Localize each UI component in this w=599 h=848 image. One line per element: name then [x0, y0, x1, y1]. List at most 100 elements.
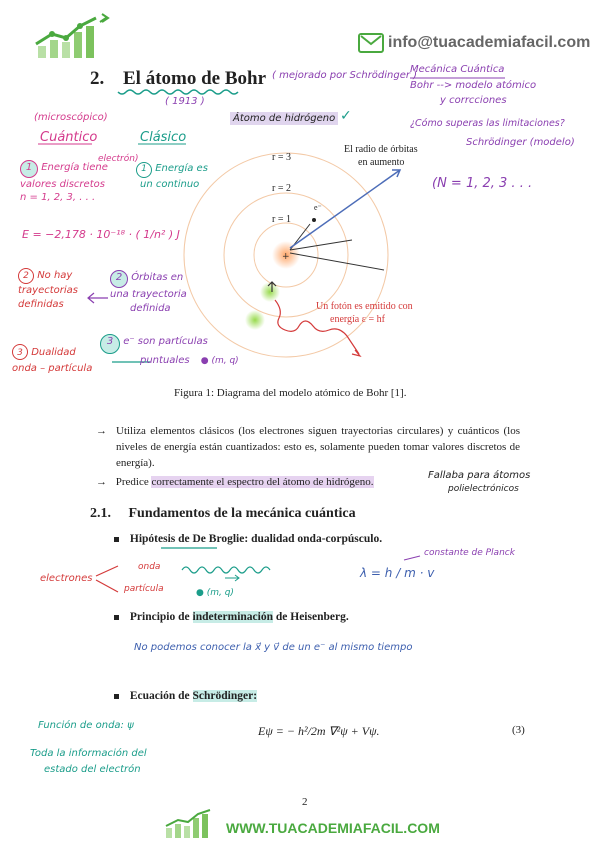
- orbit-note-line1: El radio de órbitas: [344, 144, 418, 155]
- quantum-item-2: 2 No hay trayectorias definidas: [18, 268, 78, 312]
- note-funcion-onda: Función de onda: ψ: [38, 720, 134, 731]
- check-icon: ✓: [340, 108, 352, 124]
- classic-item-3: 3 e⁻ son partículas puntuales ● (m, q): [100, 334, 239, 368]
- orbit-label-2: r = 2: [272, 183, 291, 194]
- schrodinger-equation: Eψ = − h²/2m ∇²ψ + Vψ.: [258, 724, 380, 738]
- item-text: Principio de: [129, 611, 193, 623]
- orbit-label-3: r = 3: [272, 152, 291, 163]
- header-email[interactable]: info@tuacademiafacil.com: [358, 32, 590, 54]
- note-microscopico: (microscópico): [34, 112, 108, 123]
- subsection-title: Fundamentos de la mecánica cuántica: [128, 506, 356, 521]
- square-bullet-icon: [114, 536, 119, 542]
- item-heisenberg: Principio de indeterminación de Heisenbe…: [114, 611, 349, 623]
- square-bullet-icon: [114, 693, 119, 699]
- note-onda: onda: [138, 562, 161, 572]
- bullet-2: → Predice correctamente el espectro del …: [96, 474, 374, 490]
- section-number: 2.: [90, 68, 105, 89]
- arrow-bullet-icon: →: [96, 476, 107, 488]
- item-text: definidas: [18, 299, 64, 310]
- item-text: Órbitas en: [131, 272, 184, 283]
- subsection-heading: 2.1. Fundamentos de la mecánica cuántica: [90, 506, 356, 522]
- year-note: ( 1913 ): [165, 96, 205, 107]
- item-text: Energía es: [155, 163, 208, 174]
- highlight-schrodinger: Schrödinger:: [192, 690, 258, 702]
- note-n-values: (N = 1, 2, 3 . . .: [432, 176, 533, 191]
- item-text: un continuo: [140, 179, 200, 190]
- electron-label: e⁻: [314, 203, 322, 212]
- note-cuantico: Cuántico: [40, 130, 98, 145]
- number-badge: 1: [136, 162, 152, 178]
- item-text: ● (m, q): [200, 356, 239, 366]
- footer-logo: [162, 808, 222, 840]
- note-electron: electrón): [98, 154, 139, 164]
- number-badge: 2: [110, 270, 128, 288]
- subsection-number: 2.1.: [90, 506, 111, 521]
- growth-chart-icon: [35, 13, 110, 58]
- classic-item-1: 1 Energía es un continuo: [136, 162, 208, 191]
- note-schrodinger-modelo: Schrödinger (modelo): [466, 137, 575, 148]
- photon-note-line1: Un fotón es emitido con: [316, 301, 413, 312]
- note-informacion-2: estado del electrón: [44, 764, 141, 775]
- note-electrones: electrones: [40, 573, 93, 584]
- square-bullet-icon: [114, 614, 119, 620]
- growth-chart-icon: [165, 809, 211, 838]
- number-badge: 1: [20, 160, 38, 178]
- note-mecanica-cuantica: Mecánica Cuántica: [410, 64, 505, 75]
- highlight-spectrum: correctamente el espectro del átomo de h…: [151, 476, 374, 488]
- quantum-item-1: 1 Energía tiene valores discretos n = 1,…: [20, 160, 108, 204]
- item-text: puntuales: [140, 355, 190, 366]
- bullet-text: Predice: [115, 476, 152, 488]
- page-number: 2: [302, 796, 308, 808]
- item-text: Energía tiene: [41, 162, 108, 173]
- orbit-label-1: r = 1: [272, 214, 291, 225]
- note-correcciones: y corrcciones: [440, 95, 507, 106]
- svg-text:+: +: [282, 252, 290, 262]
- note-heisenberg: No podemos conocer la x⃗ y v⃗ de un e⁻ a…: [134, 642, 413, 653]
- note-como-superas: ¿Cómo superas las limitaciones?: [410, 118, 565, 129]
- diagram-top-label: Átomo de hidrógeno: [230, 112, 339, 125]
- email-text: info@tuacademiafacil.com: [388, 34, 591, 51]
- bullet-text: Utiliza elementos clásicos (los electron…: [116, 425, 520, 469]
- note-fallaba-1: Fallaba para átomos: [428, 470, 531, 481]
- highlight-debroglie: De Broglie: [192, 533, 245, 545]
- note-informacion-1: Toda la información del: [30, 748, 147, 759]
- arrow-bullet-icon: →: [96, 425, 107, 437]
- item-text: de Heisenberg.: [273, 611, 349, 623]
- item-text: trayectorias: [18, 285, 78, 296]
- item-debroglie: Hipótesis de De Broglie: dualidad onda-c…: [114, 533, 382, 545]
- figure-caption: Figura 1: Diagrama del modelo atómico de…: [174, 387, 407, 399]
- note-fallaba-2: polielectrónicos: [448, 484, 519, 494]
- highlight-indeterminacion: indeterminación: [192, 611, 273, 623]
- header-logo: [30, 12, 120, 60]
- note-clasico: Clásico: [140, 130, 187, 145]
- item-text: una trayectoria: [110, 289, 187, 300]
- item-text: No hay: [37, 270, 73, 281]
- note-planck: constante de Planck: [424, 548, 515, 558]
- classic-item-2: 2 Órbitas en una trayectoria definida: [110, 270, 187, 316]
- item-schrodinger: Ecuación de Schrödinger:: [114, 690, 258, 702]
- item-text: onda – partícula: [12, 363, 93, 374]
- item-text: definida: [130, 303, 171, 314]
- item-text: e⁻ son partículas: [123, 336, 208, 347]
- footer-website[interactable]: WWW.TUACADEMIAFACIL.COM: [226, 820, 440, 836]
- bullet-1: → Utiliza elementos clásicos (los electr…: [96, 423, 520, 471]
- item-text: Ecuación de: [129, 690, 193, 702]
- note-mq: ● (m, q): [196, 588, 234, 598]
- quantum-item-3: 3 Dualidad onda – partícula: [12, 344, 92, 377]
- item-text: Dualidad: [31, 347, 76, 358]
- equation-number: (3): [512, 724, 525, 736]
- title-aside-note: ( mejorado por Schrödinger ): [272, 70, 418, 81]
- section-heading: 2. El átomo de Bohr: [90, 68, 266, 90]
- item-text: n = 1, 2, 3, . . .: [20, 192, 96, 203]
- item-text: Hipótesis de: [129, 533, 193, 545]
- lambda-formula: λ = h / m · v: [360, 566, 435, 580]
- number-badge: 2: [18, 268, 34, 284]
- photon-note-line2: energía ε = hf: [330, 314, 385, 325]
- energy-formula: E = −2,178 · 10⁻¹⁸ · ( 1/n² ) J: [22, 228, 180, 241]
- note-bohr: Bohr --> modelo atómico: [410, 80, 537, 91]
- orbit-note-line2: en aumento: [358, 157, 405, 168]
- number-badge: 3: [12, 344, 28, 360]
- number-badge: 3: [100, 334, 120, 354]
- item-text: : dualidad onda-corpúsculo.: [244, 533, 383, 545]
- item-text: valores discretos: [20, 179, 105, 190]
